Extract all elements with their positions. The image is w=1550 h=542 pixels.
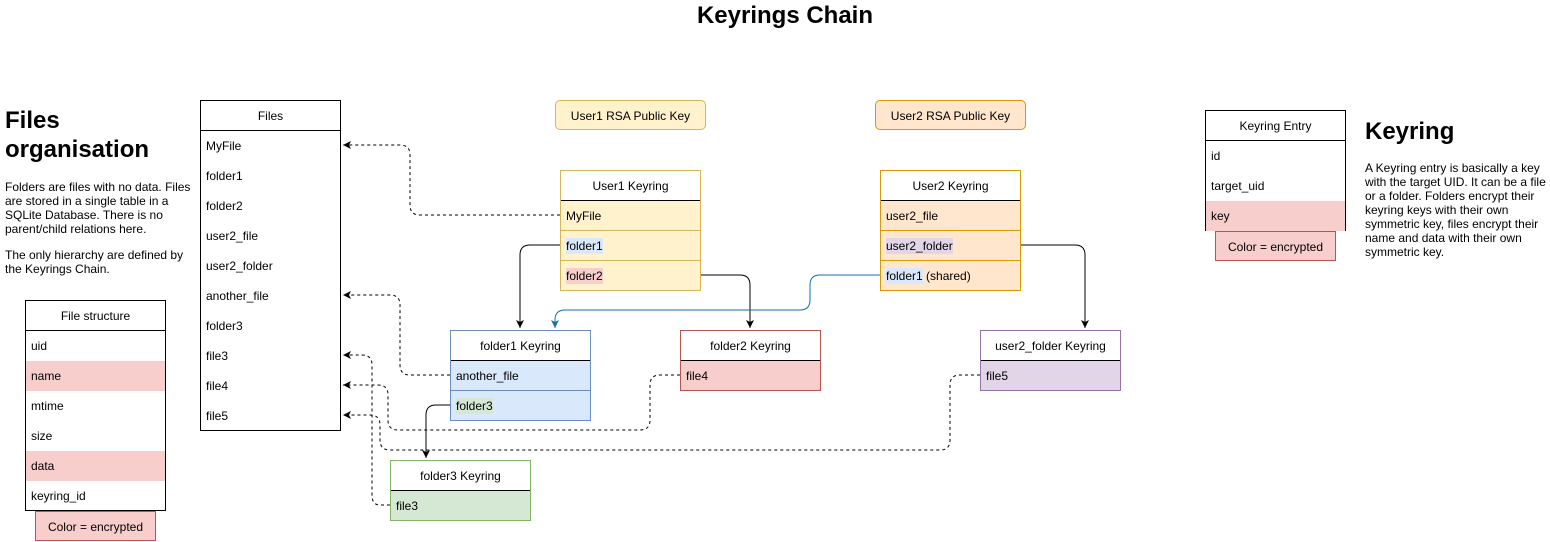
files-table-header: Files — [201, 101, 340, 131]
files-row: folder2 — [206, 199, 243, 213]
folder1-keyring-entry: folder3 — [451, 391, 590, 421]
keyring-entry-header: Keyring Entry — [1206, 111, 1345, 141]
link-file5-to-files — [343, 374, 980, 451]
folder3-keyring: folder3 Keyring file3 — [390, 460, 531, 521]
keyring-heading: Keyring — [1365, 118, 1455, 145]
entry-label: folder1 — [566, 238, 603, 254]
entry-label: user2_folder — [886, 238, 953, 254]
link-user2-folder-to-keyring — [1020, 244, 1089, 328]
files-row: folder1 — [206, 169, 243, 183]
keyring-entry-legend: Color = encrypted — [1215, 231, 1336, 261]
file-structure-table: File structure uid name mtime size data … — [25, 300, 166, 511]
field-name: name — [26, 361, 165, 391]
field-uid: uid — [31, 339, 48, 353]
user1-keyring-entry: MyFile — [561, 201, 700, 231]
files-organisation-text: Folders are files with no data. Files ar… — [5, 180, 195, 288]
files-organisation-para-2: The only hierarchy are defined by the Ke… — [5, 248, 184, 276]
folder1-keyring-header: folder1 Keyring — [451, 331, 590, 361]
files-row: user2_folder — [206, 259, 273, 273]
folder2-keyring-entry: file4 — [681, 361, 820, 391]
folder2-keyring: folder2 Keyring file4 — [680, 330, 821, 391]
keyring-entry-table: Keyring Entry id target_uid key — [1205, 110, 1346, 231]
field-key: key — [1206, 201, 1345, 231]
keyring-description: A Keyring entry is basically a key with … — [1365, 161, 1546, 259]
folder3-keyring-header: folder3 Keyring — [391, 461, 530, 491]
field-id: id — [1211, 149, 1221, 163]
user1-rsa-key: User1 RSA Public Key — [555, 100, 706, 130]
file-structure-header: File structure — [26, 301, 165, 331]
files-table: Files MyFile folder1 folder2 user2_file … — [200, 100, 341, 431]
shared-suffix: (shared) — [922, 269, 971, 283]
user2-keyring-entry: user2_file — [881, 201, 1020, 231]
files-row: MyFile — [206, 139, 242, 153]
link-file4-to-files — [343, 374, 680, 431]
files-row: file5 — [206, 409, 229, 423]
user2-folder-keyring: user2_folder Keyring file5 — [980, 330, 1121, 391]
page-title: Keyrings Chain — [696, 2, 874, 29]
folder1-keyring-entry: another_file — [451, 361, 590, 391]
field-data: data — [26, 451, 165, 481]
entry-label: file4 — [686, 369, 709, 383]
link-shared-folder1 — [551, 274, 880, 328]
field-keyring-id: keyring_id — [31, 489, 86, 503]
field-mtime: mtime — [31, 399, 64, 413]
user2-keyring: User2 Keyring user2_file user2_folder fo… — [880, 170, 1021, 291]
link-folder1-to-folder1-keyring — [516, 244, 560, 328]
user1-keyring-entry: folder1 — [561, 231, 700, 261]
user2-keyring-header: User2 Keyring — [881, 171, 1020, 201]
user2-keyring-entry: folder1 (shared) — [881, 261, 1020, 291]
file-structure-legend: Color = encrypted — [35, 511, 156, 541]
entry-label: file3 — [396, 499, 419, 513]
user1-keyring: User1 Keyring MyFile folder1 folder2 — [560, 170, 701, 291]
field-size: size — [31, 429, 53, 443]
link-myfile-to-files — [343, 141, 560, 216]
entry-label: file5 — [986, 369, 1009, 383]
link-another-file-to-files — [343, 291, 450, 376]
entry-label: folder2 — [566, 268, 603, 284]
link-file3-to-files — [343, 351, 390, 506]
files-row: folder3 — [206, 319, 243, 333]
entry-label: folder3 — [456, 398, 493, 414]
files-organisation-heading: Files organisation — [5, 107, 150, 163]
user2-folder-keyring-entry: file5 — [981, 361, 1120, 391]
files-row: file4 — [206, 379, 229, 393]
link-folder3-to-folder3-keyring — [422, 404, 450, 458]
files-row: another_file — [206, 289, 269, 303]
link-folder2-to-folder2-keyring — [700, 274, 754, 328]
user2-rsa-key: User2 RSA Public Key — [875, 100, 1026, 130]
user2-folder-keyring-header: user2_folder Keyring — [981, 331, 1120, 361]
field-target-uid: target_uid — [1211, 179, 1265, 193]
entry-label: another_file — [456, 369, 519, 383]
user1-keyring-entry: folder2 — [561, 261, 700, 291]
files-organisation-para-1: Folders are files with no data. Files ar… — [5, 180, 191, 236]
files-row: file3 — [206, 349, 229, 363]
files-row: user2_file — [206, 229, 259, 243]
entry-label: MyFile — [566, 209, 602, 223]
folder2-keyring-header: folder2 Keyring — [681, 331, 820, 361]
user1-keyring-header: User1 Keyring — [561, 171, 700, 201]
folder1-keyring: folder1 Keyring another_file folder3 — [450, 330, 591, 421]
entry-label: user2_file — [886, 209, 939, 223]
folder3-keyring-entry: file3 — [391, 491, 530, 521]
user2-keyring-entry: user2_folder — [881, 231, 1020, 261]
entry-label: folder1 — [886, 268, 923, 284]
